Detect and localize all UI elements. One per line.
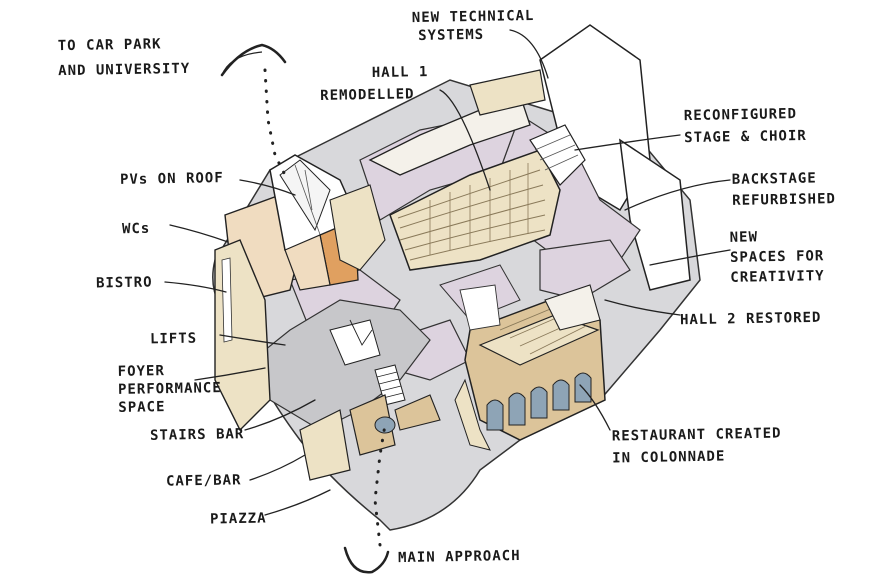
label-backstage-line2: REFURBISHED [732, 191, 837, 209]
label-pvs-text: PVs ON ROOF [119, 170, 224, 188]
car-park-path-dots [263, 68, 287, 177]
label-foyer-line1: FOYER [117, 363, 165, 380]
label-stage-choir-line1: RECONFIGURED [683, 106, 798, 125]
label-restaurant-line2: IN COLONNADE [612, 448, 726, 467]
colonnade-arches [486, 372, 592, 431]
label-stairs-bar: STAIRS BAR [150, 425, 245, 445]
label-main-approach: MAIN APPROACH [398, 547, 521, 567]
label-cafe-bar-text: CAFE/BAR [165, 472, 242, 490]
label-backstage: BACKSTAGE REFURBISHED [732, 169, 836, 210]
pv-roof-icon [279, 159, 331, 232]
label-new-technical: NEW TECHNICAL SYSTEMS [412, 7, 535, 45]
label-stage-choir-line2: STAGE & CHOIR [684, 127, 807, 147]
label-stage-choir: RECONFIGURED STAGE & CHOIR [684, 105, 807, 147]
label-hall1-line2: REMODELLED [320, 86, 415, 104]
approach-arrow-icon [343, 546, 390, 574]
label-car-park: TO CAR PARK AND UNIVERSITY [58, 35, 191, 80]
label-cafe-bar: CAFE/BAR [166, 471, 242, 490]
label-bistro: BISTRO [96, 274, 153, 293]
label-main-approach-text: MAIN APPROACH [397, 547, 521, 567]
label-creativity: NEW SPACES FOR CREATIVITY [730, 227, 825, 287]
label-hall2-text: HALL 2 RESTORED [679, 309, 822, 329]
label-creativity-line1: NEW [729, 229, 759, 246]
label-piazza: PIAZZA [210, 510, 267, 529]
approach-path-dots [373, 423, 387, 547]
label-new-technical-line2: SYSTEMS [418, 26, 485, 44]
label-backstage-line1: BACKSTAGE [731, 170, 817, 188]
label-lifts: LIFTS [150, 330, 197, 349]
label-restaurant: RESTAURANT CREATED IN COLONNADE [612, 425, 782, 468]
label-creativity-line2: SPACES FOR [729, 248, 825, 266]
label-foyer-line3: SPACE [118, 399, 166, 416]
label-foyer: FOYER PERFORMANCE SPACE [118, 361, 223, 417]
label-new-technical-line1: NEW TECHNICAL [411, 7, 535, 27]
label-bistro-text: BISTRO [95, 274, 153, 292]
leader-lines [164, 29, 731, 516]
label-hall1-line1: HALL 1 [371, 64, 429, 82]
label-creativity-line3: CREATIVITY [730, 268, 825, 286]
label-hall2: HALL 2 RESTORED [680, 309, 822, 329]
label-wcs: WCs [122, 220, 151, 238]
label-pvs: PVs ON ROOF [120, 169, 224, 189]
car-park-arrow-icon [220, 43, 287, 77]
label-hall1: HALL 1 REMODELLED [320, 63, 429, 105]
label-lifts-text: LIFTS [149, 330, 198, 348]
label-stairs-bar-text: STAIRS BAR [149, 426, 245, 444]
label-wcs-text: WCs [121, 220, 151, 238]
label-car-park-line2: AND UNIVERSITY [58, 60, 191, 80]
label-piazza-text: PIAZZA [209, 510, 267, 528]
label-car-park-line1: TO CAR PARK [57, 36, 162, 55]
label-foyer-line2: PERFORMANCE [117, 380, 222, 398]
building-mass [214, 24, 691, 481]
label-restaurant-line1: RESTAURANT CREATED [611, 425, 782, 445]
